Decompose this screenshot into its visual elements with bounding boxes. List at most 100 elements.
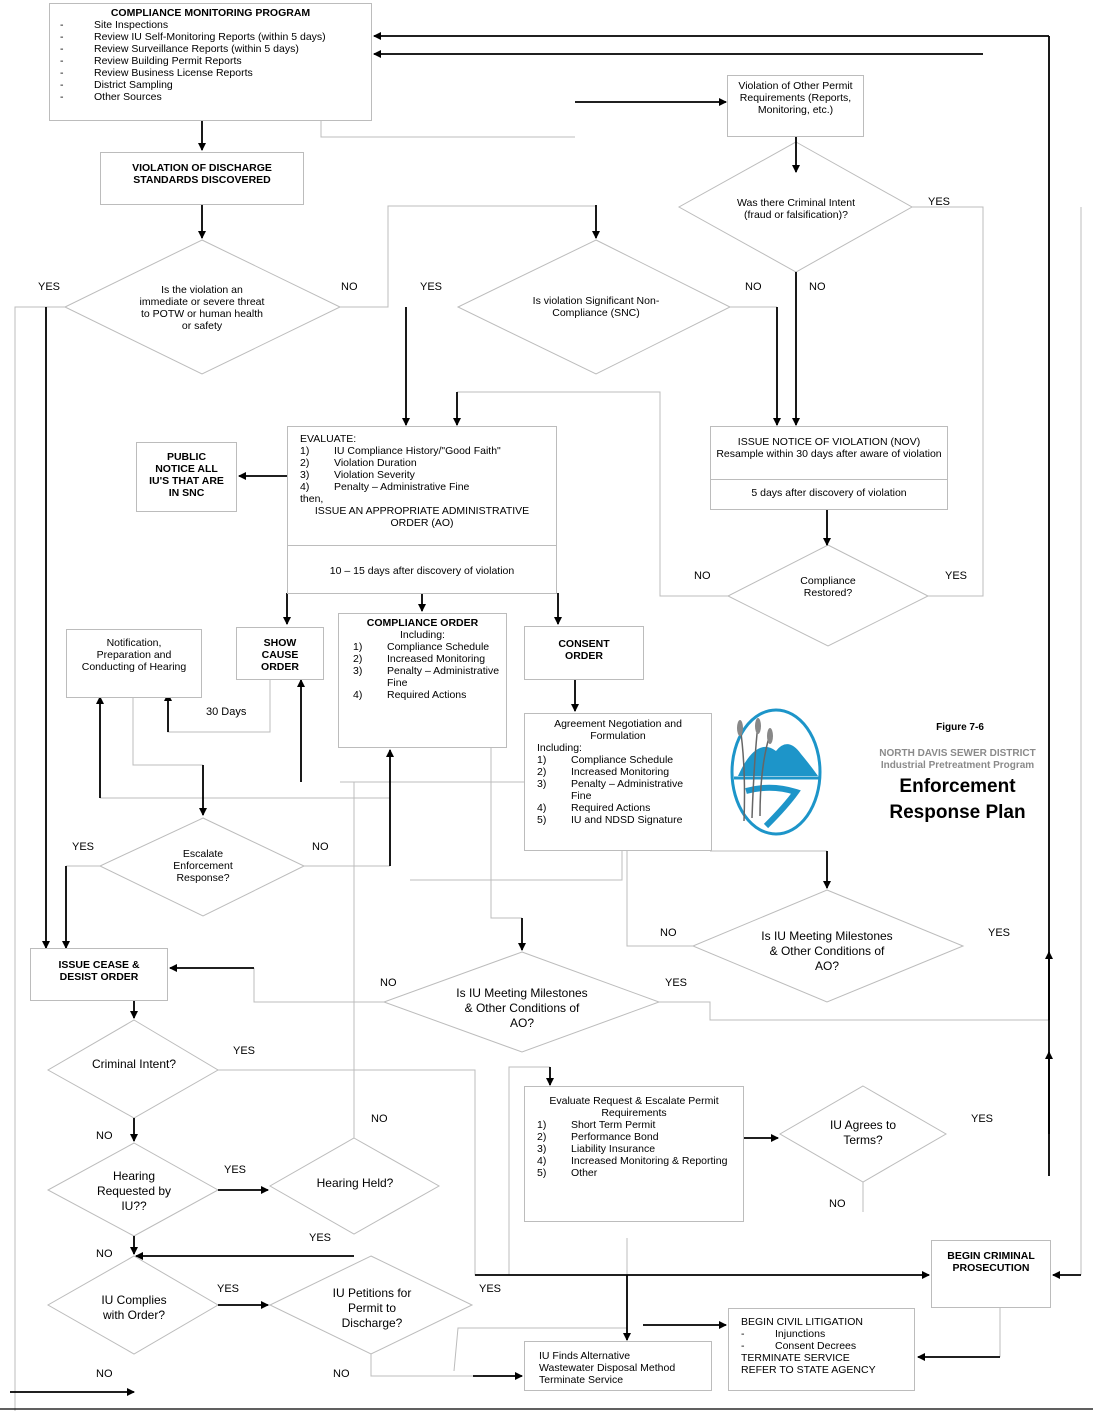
iu-agrees-text: IU Agrees to Terms? xyxy=(829,1118,897,1147)
escalate-text: Escalate Enforcement Response? xyxy=(173,848,233,884)
nov-divider xyxy=(711,479,947,480)
list-item: -Site Inspections xyxy=(60,19,169,31)
yes-label: YES xyxy=(309,1232,332,1244)
list-item: 4)Required Actions xyxy=(353,689,467,701)
evaluate-request-title: Evaluate Request & Escalate Permit Requi… xyxy=(549,1095,719,1119)
list-item: 5)Other xyxy=(537,1167,598,1179)
nov-timing: 5 days after discovery of violation xyxy=(751,487,907,499)
list-item: 4)Increased Monitoring & Reporting xyxy=(537,1155,728,1167)
yes-label: YES xyxy=(38,281,61,293)
civil-title: BEGIN CIVIL LITIGATION xyxy=(741,1316,863,1328)
evaluate-request-box: Evaluate Request & Escalate Permit Requi… xyxy=(524,1086,744,1222)
alternative-line3: Terminate Service xyxy=(539,1374,624,1386)
snc-text: Is violation Significant Non-Compliance … xyxy=(532,295,660,319)
list-item: -Review Business License Reports xyxy=(60,67,253,79)
evaluate-box: EVALUATE: 1)IU Compliance History/"Good … xyxy=(287,426,557,594)
alternative-line1: IU Finds Alternative xyxy=(539,1350,631,1362)
figure-title-line2: Response Plan xyxy=(889,802,1026,823)
no-label: NO xyxy=(694,570,711,582)
civil-litigation-box: BEGIN CIVIL LITIGATION -Injunctions -Con… xyxy=(728,1308,915,1391)
compliance-order-box: COMPLIANCE ORDER Including: 1)Compliance… xyxy=(338,613,507,748)
yes-label: YES xyxy=(233,1045,256,1057)
compliance-restored-diamond xyxy=(726,544,930,647)
list-item: 5)IU and NDSD Signature xyxy=(537,814,683,826)
consent-order-box: CONSENT ORDER xyxy=(524,626,644,680)
compliance-order-title: COMPLIANCE ORDER xyxy=(366,617,479,629)
list-item: -Review Surveillance Reports (within 5 d… xyxy=(60,43,299,55)
meeting-right-text: Is IU Meeting Milestones & Other Conditi… xyxy=(761,928,893,973)
no-label: NO xyxy=(312,841,329,853)
list-item: 2)Increased Monitoring xyxy=(537,766,670,778)
program-list: -Site Inspections -Review IU Self-Monito… xyxy=(60,19,367,103)
meeting-center-text: Is IU Meeting Milestones & Other Conditi… xyxy=(456,985,588,1030)
agreement-list: 1)Compliance Schedule 2)Increased Monito… xyxy=(537,754,699,826)
hearing-held-diamond xyxy=(268,1137,441,1235)
list-item: -Review IU Self-Monitoring Reports (with… xyxy=(60,31,326,43)
ndsd-logo xyxy=(730,708,822,836)
no-label: NO xyxy=(96,1130,113,1142)
evaluate-divider xyxy=(288,545,556,546)
list-item: -District Sampling xyxy=(60,79,173,91)
iu-petitions-text: IU Petitions for Permit to Discharge? xyxy=(332,1285,412,1330)
compliance-monitoring-box: COMPLIANCE MONITORING PROGRAM -Site Insp… xyxy=(49,3,372,121)
list-item: 2)Performance Bond xyxy=(537,1131,659,1143)
compliance-restored-text: Compliance Restored? xyxy=(800,575,856,599)
no-label: NO xyxy=(371,1113,388,1125)
cease-desist-box: ISSUE CEASE & DESIST ORDER xyxy=(30,948,168,1001)
list-item: 1)Compliance Schedule xyxy=(353,641,490,653)
meeting-diamond-right xyxy=(691,889,965,1003)
figure-org: NORTH DAVIS SEWER DISTRICT xyxy=(879,748,1036,759)
list-item: 3)Penalty – Administrative Fine xyxy=(537,778,684,802)
yes-label: YES xyxy=(479,1283,502,1295)
no-label: NO xyxy=(809,281,826,293)
severe-threat-text: Is the violation an immediate or severe … xyxy=(139,284,265,332)
yes-label: YES xyxy=(988,927,1011,939)
notification-box: Notification, Preparation and Conducting… xyxy=(66,629,202,698)
agreement-box: Agreement Negotiation and Formulation In… xyxy=(524,713,712,851)
list-item: 4)Required Actions xyxy=(537,802,651,814)
alternative-line2: Wastewater Disposal Method xyxy=(539,1362,676,1374)
no-label: NO xyxy=(96,1248,113,1260)
iu-complies-diamond xyxy=(46,1255,219,1355)
evaluate-timing: 10 – 15 days after discovery of violatio… xyxy=(329,565,515,577)
no-label: NO xyxy=(829,1198,846,1210)
list-item: 1)IU Compliance History/"Good Faith" xyxy=(300,445,501,457)
evaluate-then: then, xyxy=(300,493,324,505)
no-label: NO xyxy=(333,1368,350,1380)
violation-discharge-box: VIOLATION OF DISCHARGE STANDARDS DISCOVE… xyxy=(100,152,304,205)
escalate-diamond xyxy=(98,817,306,917)
no-label: NO xyxy=(96,1368,113,1380)
list-item: -Injunctions xyxy=(741,1328,826,1340)
figure-title-line1: Enforcement xyxy=(899,776,1016,797)
yes-label: YES xyxy=(72,841,95,853)
evaluate-list: 1)IU Compliance History/"Good Faith" 2)V… xyxy=(300,445,544,493)
list-item: 2)Increased Monitoring xyxy=(353,653,486,665)
nov-box: ISSUE NOTICE OF VIOLATION (NOV) Resample… xyxy=(710,426,948,510)
yes-label: YES xyxy=(224,1164,247,1176)
figure-number: Figure 7-6 xyxy=(936,722,984,733)
agreement-title: Agreement Negotiation and Formulation xyxy=(554,718,682,742)
no-label: NO xyxy=(380,977,397,989)
nov-sub: Resample within 30 days after aware of v… xyxy=(716,448,942,460)
list-item: 3)Penalty – Administrative Fine xyxy=(353,665,500,689)
thirty-days-label: 30 Days xyxy=(206,706,247,718)
evaluate-issue: ISSUE AN APPROPRIATE ADMINISTRATIVE ORDE… xyxy=(314,505,530,529)
nov-title: ISSUE NOTICE OF VIOLATION (NOV) xyxy=(737,436,921,448)
meeting-diamond-center xyxy=(382,951,661,1053)
yes-label: YES xyxy=(971,1113,994,1125)
hearing-requested-text: Hearing Requested by IU?? xyxy=(96,1168,172,1213)
no-label: NO xyxy=(341,281,358,293)
yes-label: YES xyxy=(945,570,968,582)
no-label: NO xyxy=(745,281,762,293)
yes-label: YES xyxy=(928,196,951,208)
hearing-held-text: Hearing Held? xyxy=(316,1175,394,1190)
list-item: 3)Violation Severity xyxy=(300,469,415,481)
evaluate-request-list: 1)Short Term Permit 2)Performance Bond 3… xyxy=(537,1119,731,1179)
list-item: 3)Liability Insurance xyxy=(537,1143,656,1155)
list-item: 1)Short Term Permit xyxy=(537,1119,656,1131)
criminal-intent-text: Was there Criminal Intent (fraud or fals… xyxy=(736,197,856,221)
civil-line4: REFER TO STATE AGENCY xyxy=(741,1364,876,1376)
show-cause-box: SHOW CAUSE ORDER xyxy=(236,627,324,680)
other-permit-box: Violation of Other Permit Requirements (… xyxy=(727,75,864,137)
snc-diamond xyxy=(456,239,732,375)
